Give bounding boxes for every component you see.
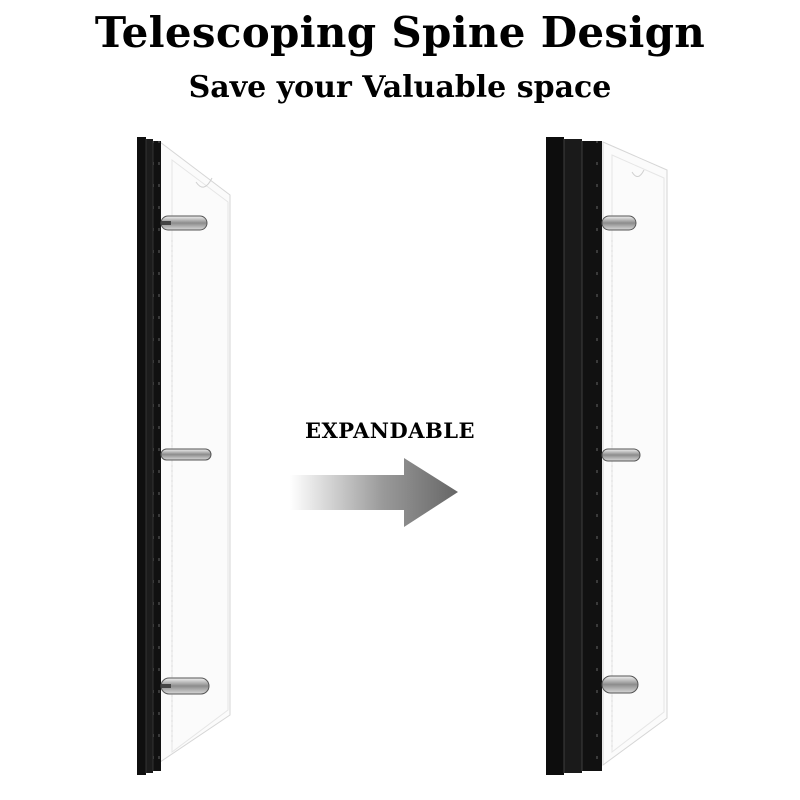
sheet-protector-inner [611,154,665,754]
spine-middle [564,139,582,773]
right-arrow-icon [290,458,458,527]
binder-ring-icon [160,677,210,695]
binder-ring-icon [601,215,637,231]
page-title: Telescoping Spine Design [94,8,706,57]
compact-binder [137,137,231,775]
sheet-protector-inner [171,159,229,753]
spine-outer [546,137,564,775]
binder-ring-icon [601,448,641,462]
spine-outer [137,137,146,775]
binder-ring-icon [160,448,212,461]
spine-middle [146,139,153,773]
expandable-label: EXPANDABLE [304,418,476,443]
page-subtitle: Save your Valuable space [188,70,612,105]
expanded-binder [546,137,668,775]
binder-ring-icon [601,675,639,694]
binder-ring-icon [160,215,208,231]
